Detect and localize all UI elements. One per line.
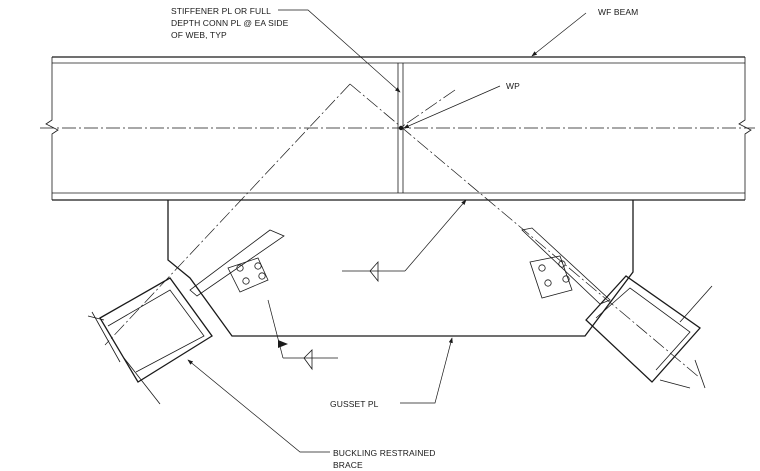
label-stiffener-line3: OF WEB, TYP <box>171 30 227 40</box>
right-connection-plate <box>521 227 611 305</box>
wf-beam <box>40 56 755 201</box>
label-wp: WP <box>506 81 520 91</box>
label-brace-line1: BUCKLING RESTRAINED <box>333 448 436 458</box>
label-wf-beam: WF BEAM <box>598 7 638 17</box>
label-gusset-pl: GUSSET PL <box>330 399 379 409</box>
left-brb-brace <box>87 277 213 405</box>
gusset-plate <box>167 200 634 337</box>
work-point-dot <box>398 125 404 131</box>
left-connection-plate <box>189 229 285 297</box>
weld-symbol-upper <box>342 199 467 283</box>
right-brb-brace <box>585 275 713 389</box>
weld-symbol-lower <box>267 299 338 371</box>
label-brace-line2: BRACE <box>333 460 363 470</box>
leader-lines <box>187 9 587 453</box>
label-stiffener-line1: STIFFENER PL OR FULL <box>171 6 271 16</box>
label-stiffener-line2: DEPTH CONN PL @ EA SIDE <box>171 18 289 28</box>
brace-centerlines <box>104 83 701 379</box>
